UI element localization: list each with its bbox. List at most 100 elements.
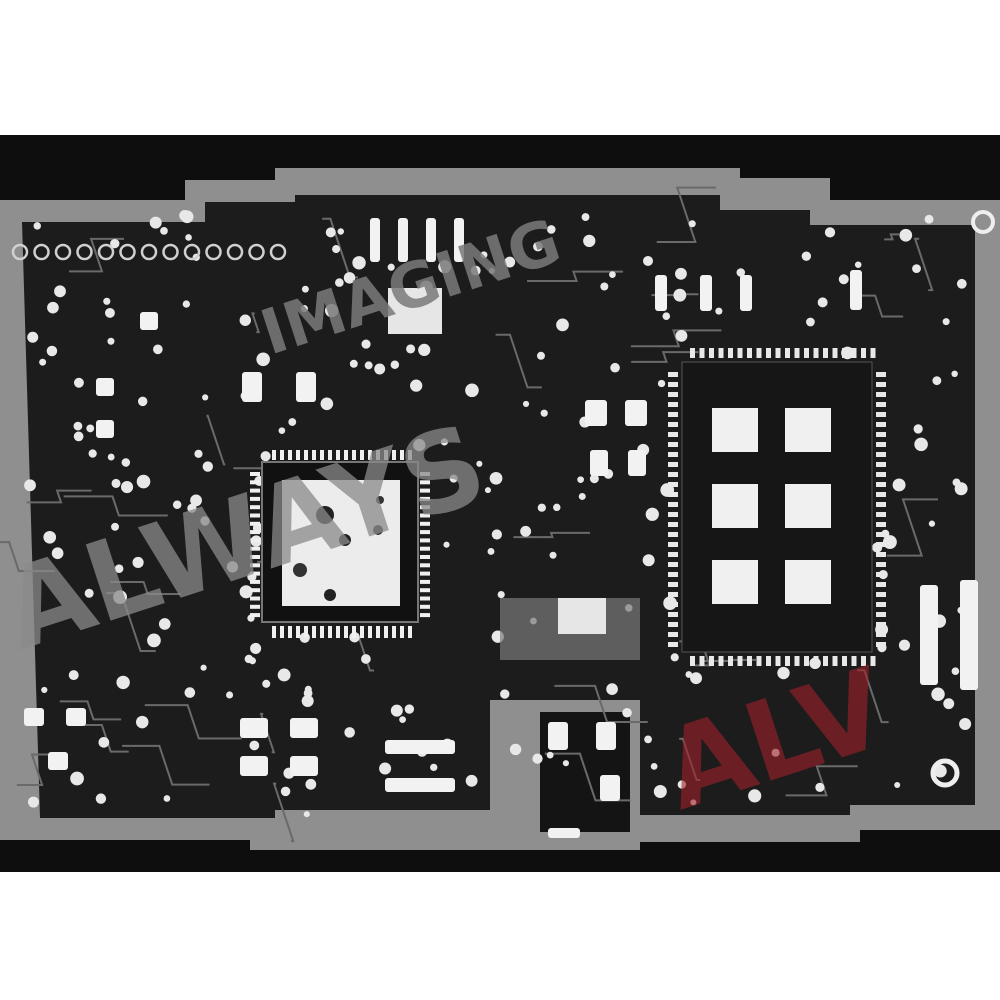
header-pin [248, 243, 265, 261]
qfn-pin [832, 348, 838, 358]
smd-pad [296, 372, 316, 402]
via [933, 764, 947, 778]
via [300, 305, 308, 313]
via [838, 274, 849, 285]
smd-pad [48, 752, 68, 770]
via [250, 642, 262, 654]
qfn-pin [709, 348, 714, 358]
qfn-pin [728, 656, 733, 666]
qfn-pin [876, 482, 886, 487]
via [520, 525, 532, 537]
qfp-pin [250, 472, 260, 476]
qfp-pin [312, 626, 316, 638]
qfn-pin [668, 452, 678, 457]
qfn-pins [668, 348, 886, 666]
via [954, 482, 968, 496]
qfp-pin [420, 613, 430, 618]
qfp-pin [250, 596, 260, 601]
via [577, 476, 584, 484]
qfn-pin [668, 542, 678, 547]
qfn-pin [876, 432, 886, 437]
qfn-pin [804, 656, 809, 666]
solder-void [376, 496, 384, 504]
header-pin [162, 243, 179, 261]
qfn-pin [876, 542, 886, 547]
qfn-pin [876, 512, 886, 517]
qfp-pin [420, 513, 430, 518]
qfp-pin [320, 450, 324, 460]
qfp-pin [392, 450, 396, 460]
qfp-pin [400, 450, 404, 460]
qfp-pin [320, 626, 324, 638]
qfn-body [681, 361, 873, 653]
qfp-pin [344, 450, 348, 460]
header-pin [54, 243, 72, 261]
qfp-pin [392, 626, 396, 638]
via [239, 585, 253, 599]
via [33, 222, 41, 230]
qfn-pin [813, 348, 819, 358]
trace [63, 495, 168, 517]
qfn-pin [775, 348, 781, 358]
smd-pad [625, 400, 647, 426]
via [84, 588, 94, 598]
via [361, 654, 371, 664]
via [239, 314, 251, 326]
via [657, 379, 666, 388]
qfp-pin [384, 626, 388, 638]
qfp-pin [420, 480, 430, 485]
qfn-pin [747, 348, 752, 358]
qfn-pin [876, 612, 886, 617]
via [335, 278, 344, 287]
qfn-pin [668, 402, 678, 407]
qfp-pin [420, 488, 430, 493]
qfn-pin [876, 582, 886, 587]
qfn-pin [794, 348, 800, 358]
qfn-pin [668, 512, 678, 517]
trace [59, 700, 122, 721]
trace [785, 765, 858, 797]
via [509, 743, 522, 756]
via [581, 213, 590, 221]
via [484, 487, 491, 494]
qfn-pin [876, 372, 886, 377]
via [882, 535, 897, 550]
via [913, 424, 923, 434]
via [202, 461, 213, 472]
qfn-pin [823, 348, 828, 358]
trace [527, 270, 623, 282]
via [301, 694, 314, 707]
via [54, 285, 66, 298]
via [46, 345, 58, 357]
qfn-pin [876, 382, 886, 387]
qfp-pin [250, 530, 260, 535]
solder-void [324, 589, 336, 601]
via [163, 795, 171, 802]
via [95, 793, 107, 804]
via [556, 318, 569, 332]
qfp-pin [420, 472, 430, 476]
header-pin [97, 243, 115, 261]
qfp-pin [420, 596, 430, 601]
qfn-pin [756, 348, 762, 358]
trace [884, 233, 900, 241]
smd-pad [242, 372, 262, 402]
smd-pad [740, 275, 752, 311]
qfp-pins [250, 450, 430, 638]
via [121, 458, 131, 467]
thermal-pad [712, 560, 758, 604]
via [325, 227, 336, 238]
via [200, 664, 207, 671]
via [533, 241, 543, 252]
qfp-pin [296, 450, 300, 460]
via [642, 554, 655, 567]
via [942, 318, 950, 326]
via [202, 394, 209, 401]
smd-pad [398, 218, 408, 262]
qfp-pin [400, 626, 404, 638]
smd-pad [454, 218, 464, 262]
via [931, 687, 945, 701]
trace [495, 333, 542, 389]
qfn-chip [668, 348, 886, 666]
